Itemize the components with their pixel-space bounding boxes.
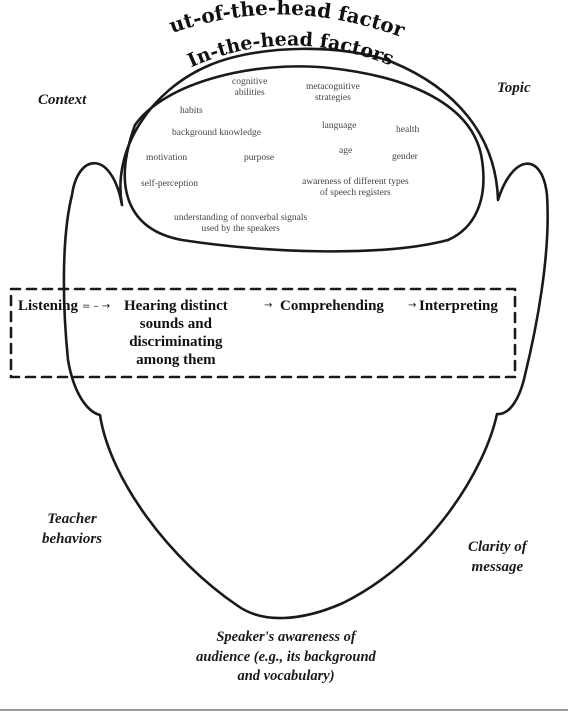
arrow-hearing-to-comprehending: →	[264, 300, 272, 311]
arrow-comprehending-to-interpreting: →	[408, 300, 416, 311]
teacher-line-1: Teacher	[42, 509, 102, 529]
bottom-rule	[0, 709, 568, 711]
factor-purpose: purpose	[244, 153, 274, 164]
clarity-line-1: Clarity of	[468, 537, 527, 557]
speaker-awareness-label: Speaker's awareness of audience (e.g., i…	[186, 628, 386, 687]
speaker-line-3: and vocabulary)	[186, 667, 386, 687]
speaker-line-1: Speaker's awareness of	[186, 628, 386, 648]
step-listening: Listening	[18, 297, 78, 315]
factor-self-perception: self-perception	[141, 179, 198, 190]
clarity-of-message-label: Clarity of message	[468, 537, 527, 578]
teacher-line-2: behaviors	[42, 529, 102, 549]
step-comprehending: Comprehending	[280, 297, 384, 315]
step-hearing-distinct-sounds: Hearing distinct sounds and discriminati…	[124, 297, 228, 369]
clarity-line-2: message	[468, 557, 527, 577]
factor-habits: habits	[180, 106, 203, 117]
factor-background-knowledge: background knowledge	[172, 128, 261, 139]
arrow-listening-to-hearing: = – →	[82, 301, 110, 312]
speaker-line-2: audience (e.g., its background	[186, 648, 386, 668]
context-label: Context	[38, 90, 86, 110]
factor-motivation: motivation	[146, 153, 187, 164]
topic-label: Topic	[497, 78, 531, 98]
factor-health: health	[396, 125, 419, 136]
step-interpreting: Interpreting	[419, 297, 498, 315]
factor-age: age	[339, 146, 352, 157]
factor-gender: gender	[392, 152, 418, 163]
factor-language: language	[322, 121, 356, 132]
teacher-behaviors-label: Teacher behaviors	[42, 509, 102, 550]
